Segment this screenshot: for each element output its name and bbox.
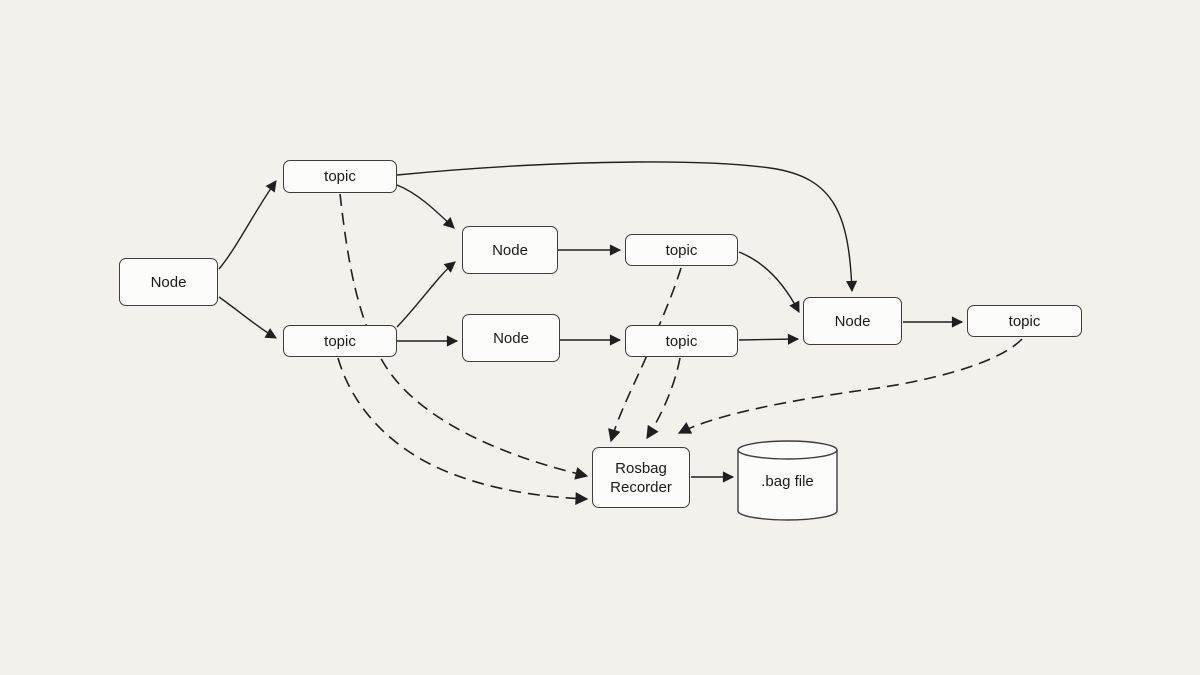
edge-topic_mid_left-node_mid_top xyxy=(396,261,456,328)
topic-box-mid-top: topic xyxy=(625,234,738,266)
edge-topic_right-rosbag_recorder xyxy=(677,338,1023,434)
edge-topic_mid_top-node_right xyxy=(738,251,800,313)
topic-label: topic xyxy=(665,332,698,350)
node-label: Node xyxy=(834,312,871,330)
edge-node_left-topic_mid_left xyxy=(218,296,277,339)
edge-topic_mid_left-rosbag_recorder xyxy=(337,357,589,505)
node-label: Node xyxy=(493,329,529,347)
topic-box-top: topic xyxy=(283,160,397,193)
node-box-mid-top: Node xyxy=(462,226,558,274)
edge-node_left-topic_top xyxy=(218,180,277,270)
rosbag-recorder-box: Rosbag Recorder xyxy=(592,447,690,508)
topic-label: topic xyxy=(324,332,356,350)
bag-file-label-container: .bag file xyxy=(738,450,837,512)
rosbag-recorder-label: Rosbag Recorder xyxy=(610,459,672,496)
bag-file-cylinder xyxy=(737,440,838,521)
topic-box-right: topic xyxy=(967,305,1082,337)
topic-box-mid-left: topic xyxy=(283,325,397,357)
node-label: Node xyxy=(150,273,187,291)
bag-file-label: .bag file xyxy=(761,472,814,490)
node-box-left: Node xyxy=(119,258,218,306)
topic-box-mid-bottom: topic xyxy=(625,325,738,357)
topic-label: topic xyxy=(665,241,698,259)
topic-label: topic xyxy=(1008,312,1041,330)
edge-topic_top-rosbag_recorder xyxy=(339,193,589,480)
topic-label: topic xyxy=(324,168,356,185)
node-box-right: Node xyxy=(803,297,902,345)
edge-topic_top-node_mid_top xyxy=(396,184,455,229)
node-box-mid-bottom: Node xyxy=(462,314,560,362)
node-label: Node xyxy=(492,241,528,259)
edge-topic_top-node_right xyxy=(396,161,858,293)
edge-topic_mid_bottom-rosbag_recorder xyxy=(646,357,681,440)
edge-topic_mid_bottom-node_right xyxy=(738,333,800,345)
